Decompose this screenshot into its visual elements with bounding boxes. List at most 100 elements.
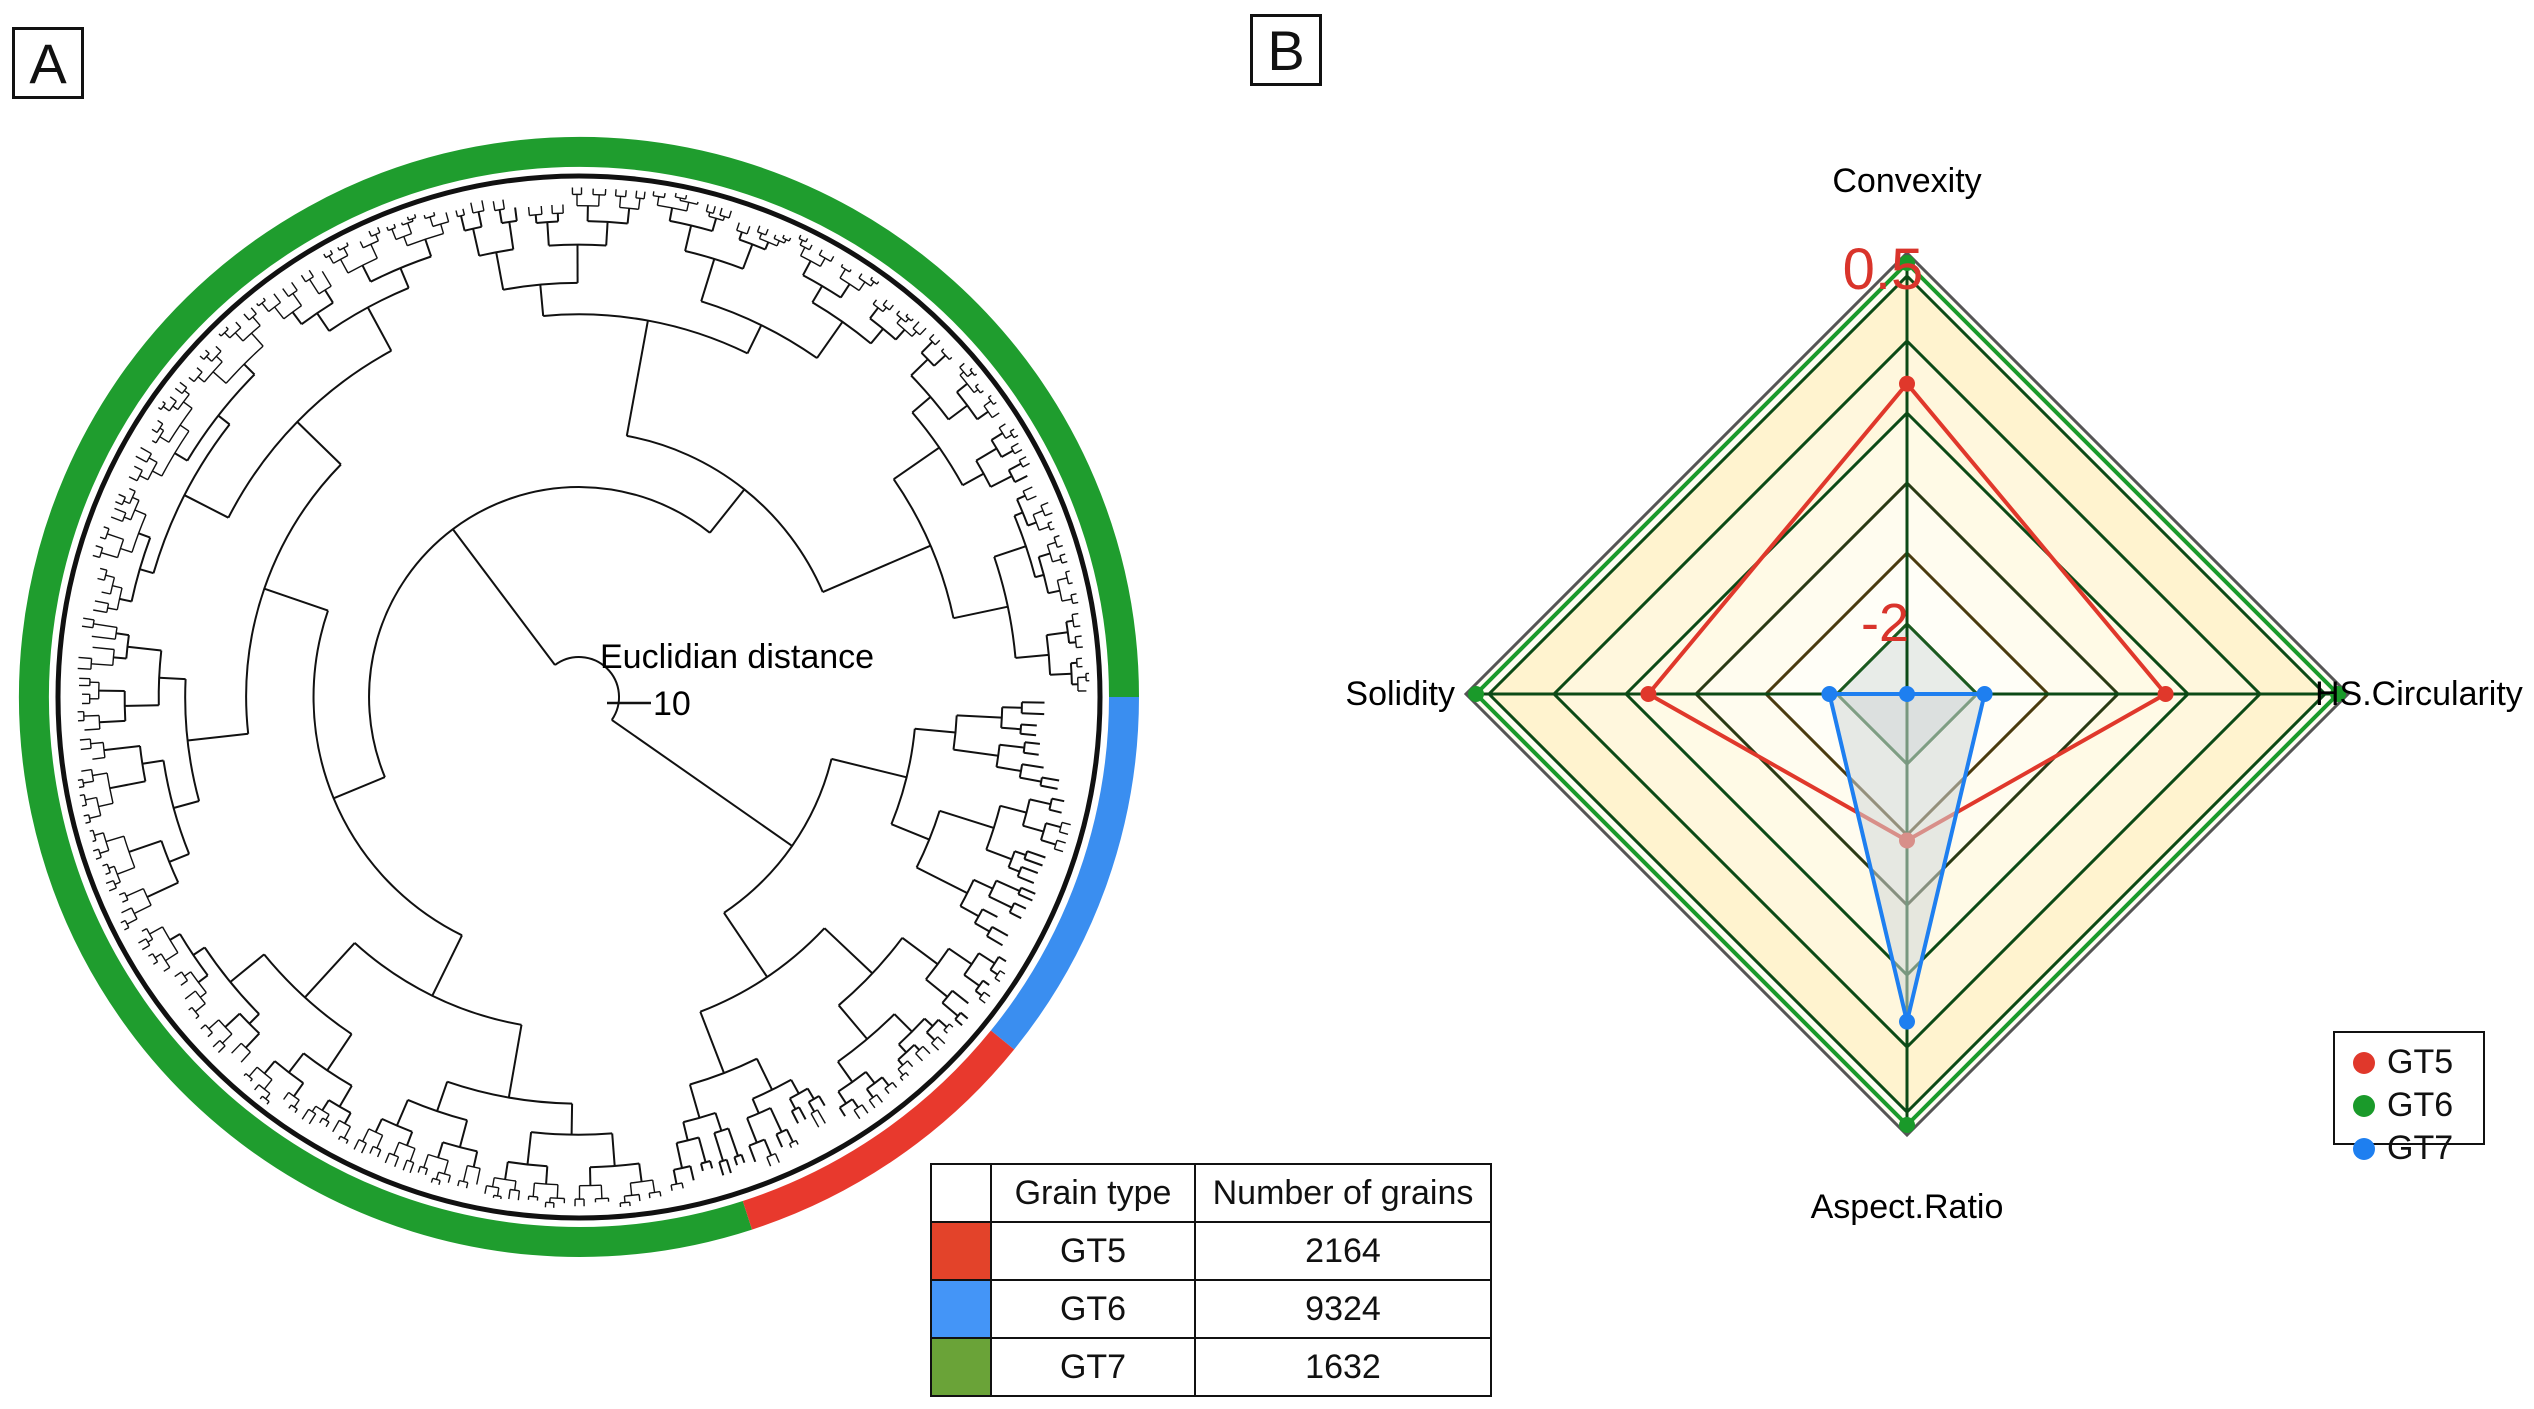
dendrogram-branch	[696, 201, 699, 205]
dendrogram-branch	[402, 1159, 408, 1171]
dendrogram-branch	[993, 401, 997, 405]
dendrogram-branch	[160, 403, 166, 410]
dendrogram-branch	[896, 313, 907, 323]
legend-dot-gt7	[2353, 1137, 2375, 1160]
dendrogram-branch	[457, 1180, 460, 1187]
dendrogram-branch	[1021, 865, 1039, 875]
axis-label-convexity: Convexity	[1832, 162, 1981, 200]
dendrogram-branch	[1020, 732, 1037, 737]
dendrogram-branch	[686, 202, 690, 212]
dendrogram-branch	[109, 577, 116, 595]
dendrogram-branch	[177, 393, 190, 411]
dendrogram-branch	[733, 1156, 739, 1166]
dendrogram-branch	[1013, 434, 1019, 439]
dendrogram-branch	[395, 1099, 409, 1126]
dendrogram-branch	[445, 212, 450, 222]
dendrogram-branch	[224, 1012, 241, 1028]
dendrogram-branch	[179, 933, 209, 976]
dendrogram-branch	[316, 312, 331, 332]
dendrogram-branch	[897, 1068, 904, 1076]
dendrogram-branch	[727, 1128, 739, 1157]
dendrogram-branch	[212, 371, 227, 384]
dendrogram-branch	[99, 849, 110, 854]
dendrogram-branch	[83, 780, 94, 784]
dendrogram-branch	[996, 765, 1022, 772]
dendrogram-branch	[125, 634, 130, 659]
dendrogram-branch	[1041, 776, 1060, 782]
radar-grid-ring	[1763, 550, 2051, 838]
dendrogram-branch	[83, 714, 100, 717]
dendrogram-branch	[95, 545, 103, 549]
dendrogram-branch	[649, 1190, 661, 1194]
table-row: GT6 9324	[930, 1279, 1492, 1339]
dendrogram-branch	[776, 240, 780, 247]
dendrogram-branch	[1057, 577, 1068, 581]
dendrogram-branch	[291, 281, 298, 291]
dendrogram-branch	[221, 1033, 233, 1044]
dendrogram-branch	[939, 809, 995, 829]
dendrogram-branch	[1022, 742, 1026, 753]
dendrogram-branch	[154, 953, 162, 959]
dendrogram-branch	[207, 1032, 213, 1038]
ring-label-min: -2	[1861, 593, 1909, 653]
dendrogram-branch	[108, 887, 117, 892]
dendrogram-branch	[995, 879, 1021, 892]
dendrogram-branch	[670, 1182, 683, 1186]
dendrogram-branch	[254, 1084, 260, 1091]
dendrogram-branch	[868, 1099, 876, 1109]
radar-outer-frame	[1463, 250, 2351, 1138]
dendrogram-branch	[168, 400, 177, 412]
table-header-blank	[930, 1163, 992, 1223]
dendrogram-branch	[991, 412, 1000, 419]
dendrogram-branch	[915, 1053, 924, 1062]
dendrogram-branch	[124, 926, 130, 931]
dendrogram-branch	[85, 796, 97, 801]
dendrogram-branch	[1010, 442, 1019, 449]
dendrogram-branch	[1008, 902, 1016, 913]
dendrogram-branch	[1022, 462, 1030, 468]
dendrogram-branch	[991, 926, 1009, 937]
dendrogram-branch	[292, 292, 303, 307]
dendrogram-branch	[447, 1175, 451, 1183]
dendrogram-branch	[783, 239, 787, 244]
dendrogram-branch	[81, 779, 85, 787]
dendrogram-branch	[934, 339, 941, 346]
dendrogram-branch	[368, 1128, 383, 1136]
dendrogram-branch	[517, 1190, 521, 1201]
dendrogram-branch	[90, 741, 104, 745]
dendrogram-branch	[806, 1087, 815, 1100]
dendrogram-branch	[985, 805, 1002, 851]
dendrogram-branch	[141, 927, 147, 932]
dendrogram-branch	[822, 544, 931, 594]
dendrogram-branch	[990, 475, 1013, 488]
dendrogram-branch	[174, 452, 188, 462]
dendrogram-branch	[81, 804, 87, 807]
dendrogram-branch	[808, 244, 813, 251]
dendrogram-branch	[948, 404, 968, 421]
dendrogram-branch	[462, 1165, 468, 1182]
dendrogram-branch	[891, 1081, 898, 1088]
dendrogram-branch	[818, 1095, 826, 1107]
dendrogram-branch	[328, 255, 335, 264]
dendrogram-branch	[250, 332, 264, 347]
dendrogram-branch	[911, 396, 932, 414]
axis-label-solidity: Solidity	[1345, 675, 1455, 713]
dendrogram-branch	[1046, 631, 1068, 637]
dendrogram-branch	[478, 248, 514, 257]
dendrogram-branch	[807, 1101, 816, 1113]
dendrogram-branch	[1022, 486, 1033, 492]
dendrogram-branch	[102, 863, 108, 867]
dendrogram-branch	[388, 227, 396, 232]
dendrogram-branch	[1072, 601, 1079, 605]
dendrogram-branch	[931, 1042, 940, 1051]
dendrogram-branch	[941, 348, 945, 352]
dendrogram-branch	[1056, 580, 1063, 602]
dendrogram-branch	[1047, 541, 1056, 546]
radar-grid-ring	[1834, 621, 1980, 767]
dendrogram-branch	[138, 532, 151, 539]
dendrogram-branch	[464, 225, 482, 232]
dendrogram-branch	[1049, 808, 1062, 814]
dendrogram-branch	[217, 414, 231, 426]
radar-point-gt7	[1899, 686, 1915, 702]
dendrogram-branch	[626, 208, 631, 224]
